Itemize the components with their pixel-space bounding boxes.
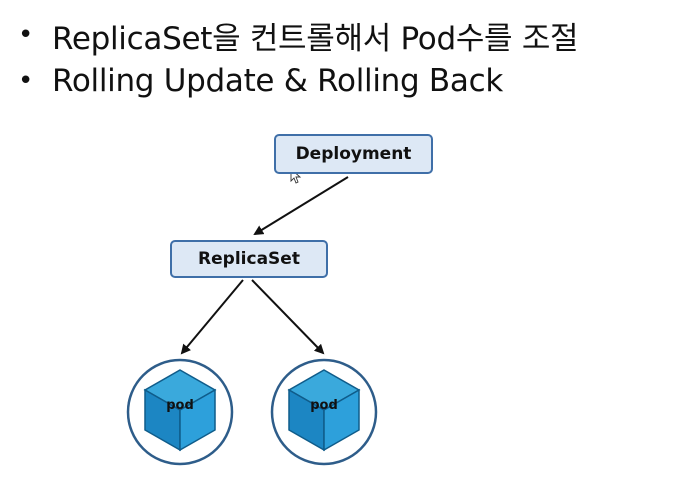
cube-icon: [287, 369, 361, 452]
replicaset-node: ReplicaSet: [170, 240, 328, 278]
deployment-node: Deployment: [274, 134, 433, 174]
arrow-replicaset-to-pod-right: [251, 279, 325, 355]
bullet-item: • Rolling Update & Rolling Back: [18, 58, 578, 104]
cube-icon: [143, 369, 217, 452]
pod-label: pod: [166, 398, 194, 413]
bullet-text: Rolling Update & Rolling Back: [52, 63, 503, 99]
pod-right: pod: [270, 358, 378, 466]
bullet-text: ReplicaSet을 컨트롤해서 Pod수를 조절: [52, 20, 579, 57]
pod-label: pod: [310, 398, 338, 413]
pod-left: pod: [126, 358, 234, 466]
arrow-replicaset-to-pod-left: [180, 279, 244, 355]
bullet-item: • ReplicaSet을 컨트롤해서 Pod수를 조절: [18, 12, 579, 58]
bullet-list: • ReplicaSet을 컨트롤해서 Pod수를 조절 • Rolling U…: [18, 12, 579, 104]
replicaset-label: ReplicaSet: [198, 249, 300, 269]
bullet-marker: •: [18, 20, 34, 50]
bullet-marker: •: [18, 66, 34, 96]
deployment-label: Deployment: [295, 144, 412, 164]
arrow-deployment-to-replicaset: [253, 176, 349, 236]
